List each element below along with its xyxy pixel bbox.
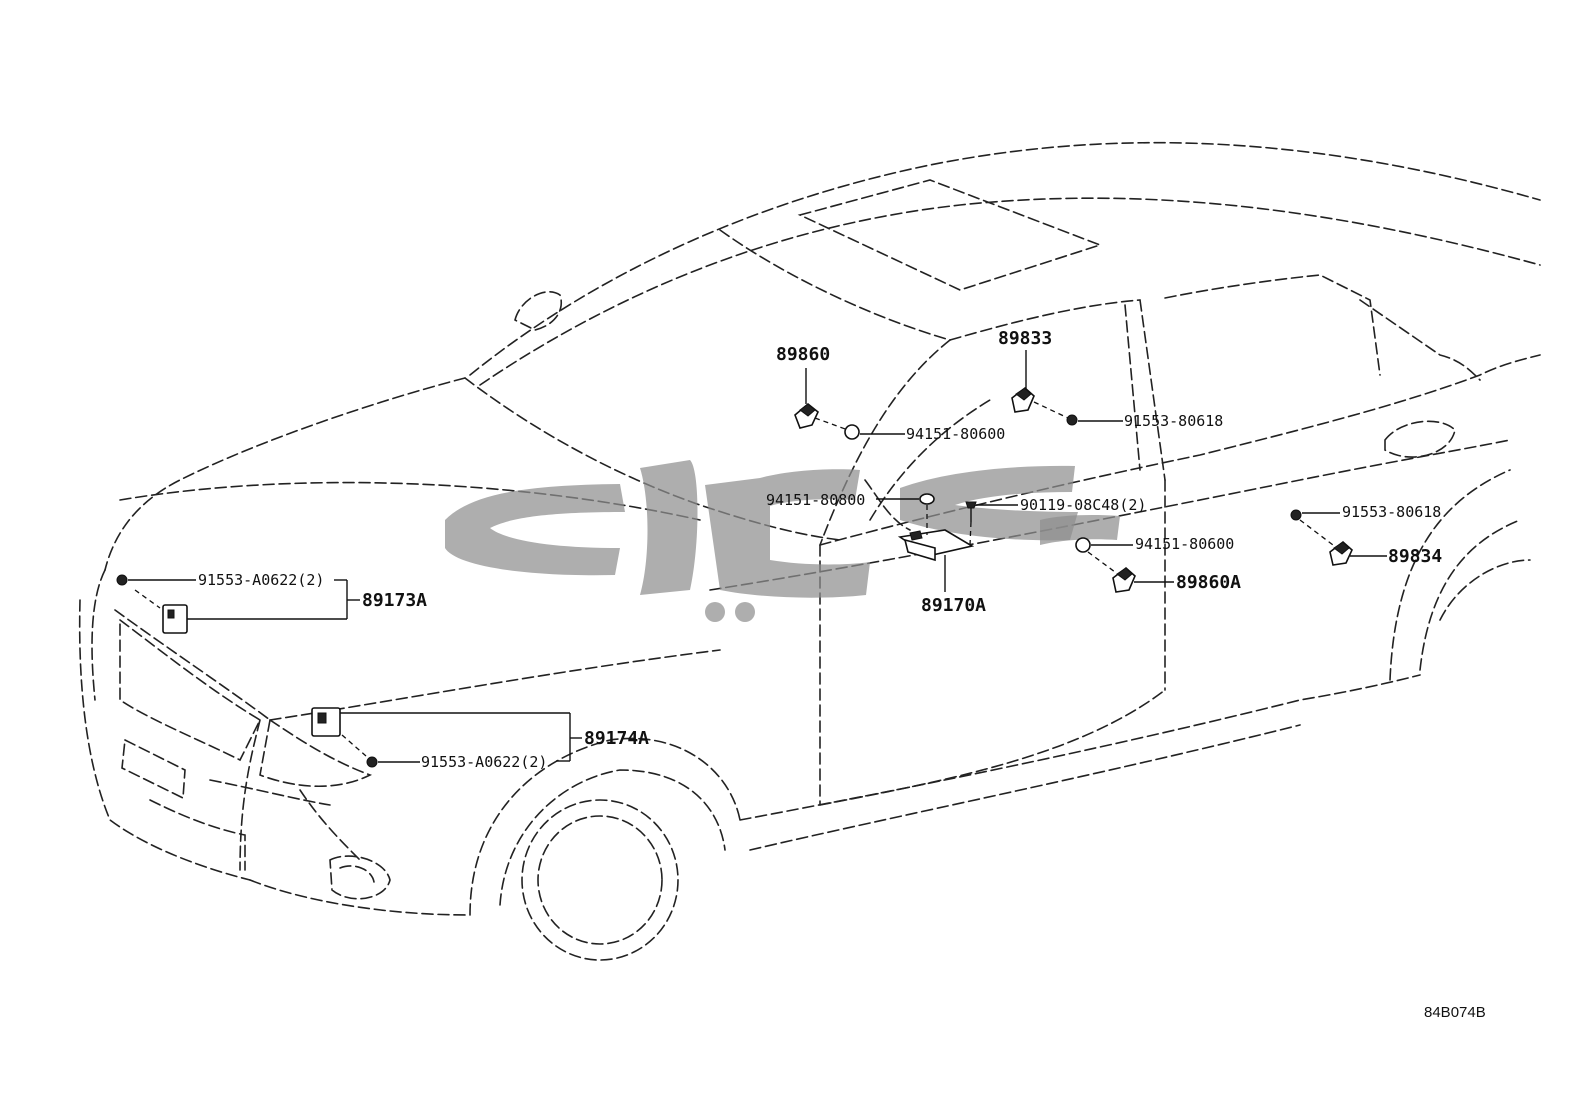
- callout-91553-a0622-top: 91553-A0622(2): [198, 571, 324, 589]
- airbag-ecu-icon: [897, 529, 975, 562]
- bolt-icon-3: [1290, 509, 1302, 521]
- bolt-icon-2: [965, 501, 977, 522]
- nut-icon-3: [1075, 537, 1091, 553]
- nut-icon-2: [919, 493, 935, 505]
- callout-91553-80618-right: 91553-80618: [1342, 503, 1441, 521]
- car-outline: [78, 141, 1541, 961]
- nut-icon: [844, 424, 860, 440]
- callout-89833: 89833: [998, 328, 1052, 349]
- callout-labels: 89860 89833 94151-80600 91553-80618 9415…: [198, 328, 1486, 1021]
- callout-94151-80800: 94151-80800: [766, 491, 865, 509]
- callout-94151-80600-mid: 94151-80600: [1135, 535, 1234, 553]
- callout-90119-08c48: 90119-08C48(2): [1020, 496, 1146, 514]
- watermark-logo: [445, 460, 1120, 622]
- sensor-89860a-icon: [1112, 566, 1136, 593]
- sensor-89834-icon: [1329, 540, 1353, 566]
- sensor-89833-icon: [1011, 386, 1035, 413]
- callout-94151-80600-top: 94151-80600: [906, 425, 1005, 443]
- callout-89834: 89834: [1388, 546, 1442, 567]
- callout-89860a: 89860A: [1176, 572, 1241, 593]
- callout-89860: 89860: [776, 344, 830, 365]
- sensor-89860-icon: [794, 402, 819, 429]
- diagram-code: 84B074B: [1424, 1004, 1486, 1021]
- front-sensor-89174a-icon: [311, 707, 378, 768]
- callout-91553-a0622-bottom: 91553-A0622(2): [421, 753, 547, 771]
- callout-89174a: 89174A: [584, 728, 649, 749]
- callout-91553-80618-top: 91553-80618: [1124, 412, 1223, 430]
- bolt-icon: [1066, 414, 1078, 426]
- callout-89173a: 89173A: [362, 590, 427, 611]
- callout-89170a: 89170A: [921, 595, 986, 616]
- front-sensor-89173a-icon: [116, 574, 188, 634]
- leader-lines: [128, 350, 1387, 763]
